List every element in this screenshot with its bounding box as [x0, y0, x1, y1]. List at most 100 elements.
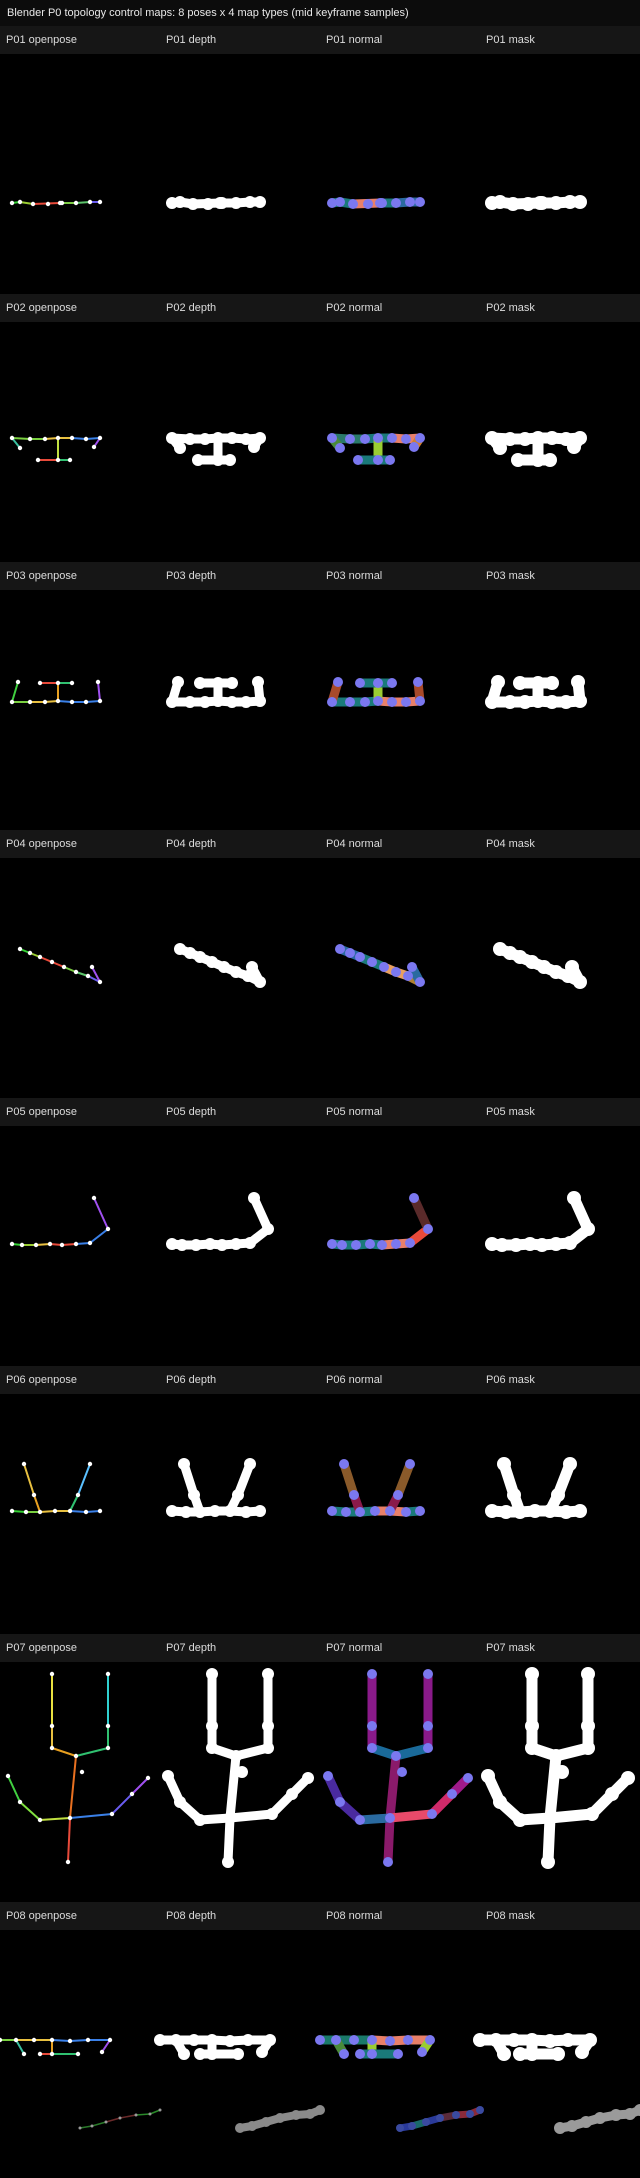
joint — [194, 677, 206, 689]
joint — [545, 676, 559, 690]
joint — [567, 1191, 581, 1205]
joint — [37, 1509, 43, 1515]
joint — [405, 1238, 415, 1248]
joint — [21, 2051, 27, 2057]
joint — [481, 1769, 495, 1783]
joint — [266, 1808, 278, 1820]
joint — [566, 2120, 578, 2132]
joint — [166, 1238, 178, 1250]
joint — [192, 454, 204, 466]
bone — [87, 975, 101, 983]
joint — [105, 1723, 111, 1729]
mask-map — [493, 942, 587, 989]
bone — [393, 1459, 415, 1500]
cell-label-mask: P05 mask — [486, 1106, 535, 1118]
cell-label-openpose: P03 openpose — [6, 570, 77, 582]
joint — [348, 199, 358, 209]
bone — [19, 1801, 41, 1821]
joint — [327, 1506, 337, 1516]
joint — [49, 1723, 55, 1729]
joint — [256, 2046, 268, 2058]
joint — [204, 1238, 216, 1250]
joint — [489, 2033, 503, 2047]
joint — [375, 198, 385, 208]
joint — [495, 1238, 509, 1252]
joint — [261, 2117, 271, 2127]
joint — [476, 2106, 484, 2114]
joint — [206, 956, 218, 968]
joint — [30, 201, 36, 207]
bone — [39, 1510, 56, 1513]
bone — [149, 2109, 161, 2115]
joint — [75, 1492, 81, 1498]
cell-label-normal: P05 normal — [326, 1106, 383, 1118]
joint — [188, 2034, 200, 2046]
joint — [206, 1668, 218, 1680]
joint — [145, 1775, 151, 1781]
depth-map — [166, 196, 266, 210]
joint — [55, 457, 61, 463]
bone — [111, 1793, 133, 1815]
joint — [209, 1505, 221, 1517]
joint — [554, 2122, 566, 2134]
joint — [178, 2048, 190, 2060]
joint — [503, 432, 517, 446]
joint — [91, 1195, 97, 1201]
joint — [226, 432, 238, 444]
joint — [315, 2035, 325, 2045]
joint — [79, 1769, 85, 1775]
joint — [9, 1508, 15, 1514]
joint — [581, 1741, 595, 1755]
joint — [605, 1787, 619, 1801]
cell-label-normal: P03 normal — [326, 570, 383, 582]
joint — [594, 2112, 606, 2124]
joint — [405, 1459, 415, 1469]
joint — [148, 2112, 152, 2116]
bone — [131, 1777, 149, 1795]
cell-label-openpose: P06 openpose — [6, 1374, 77, 1386]
joint — [549, 1237, 563, 1251]
cell-label-depth: P08 depth — [166, 1910, 217, 1922]
joint — [415, 696, 425, 706]
joint — [178, 1458, 190, 1470]
joint — [423, 1743, 433, 1753]
joint — [497, 2047, 511, 2061]
joint — [525, 2047, 539, 2061]
joint — [17, 199, 23, 205]
joint — [97, 979, 103, 985]
joint — [83, 1509, 89, 1515]
joint — [491, 675, 505, 689]
joint — [525, 2033, 539, 2047]
cell-label-mask: P06 mask — [486, 1374, 535, 1386]
joint — [49, 2051, 55, 2057]
joint — [379, 962, 389, 972]
normal-map — [327, 677, 425, 707]
joint — [83, 699, 89, 705]
joint — [0, 2037, 3, 2043]
joint — [422, 2118, 430, 2126]
joint — [417, 2047, 427, 2057]
cell-label-depth: P02 depth — [166, 302, 217, 314]
joint — [224, 1812, 236, 1824]
joint — [199, 433, 211, 445]
joint — [563, 1457, 577, 1471]
joint — [174, 442, 186, 454]
joint — [339, 2049, 349, 2059]
joint — [525, 955, 539, 969]
openpose-map — [5, 1671, 151, 1865]
joint — [190, 1239, 202, 1251]
joint — [275, 2113, 285, 2123]
bone — [91, 2121, 107, 2127]
bone — [7, 1775, 21, 1803]
joint — [385, 1506, 395, 1516]
joint — [543, 1504, 557, 1518]
joint — [323, 1771, 333, 1781]
cell-label-normal: P01 normal — [326, 34, 383, 46]
bone — [79, 2125, 93, 2129]
joint — [240, 433, 252, 445]
joint — [105, 1226, 111, 1232]
joint — [52, 1508, 58, 1514]
joint — [170, 2034, 182, 2046]
joint — [13, 2037, 19, 2043]
